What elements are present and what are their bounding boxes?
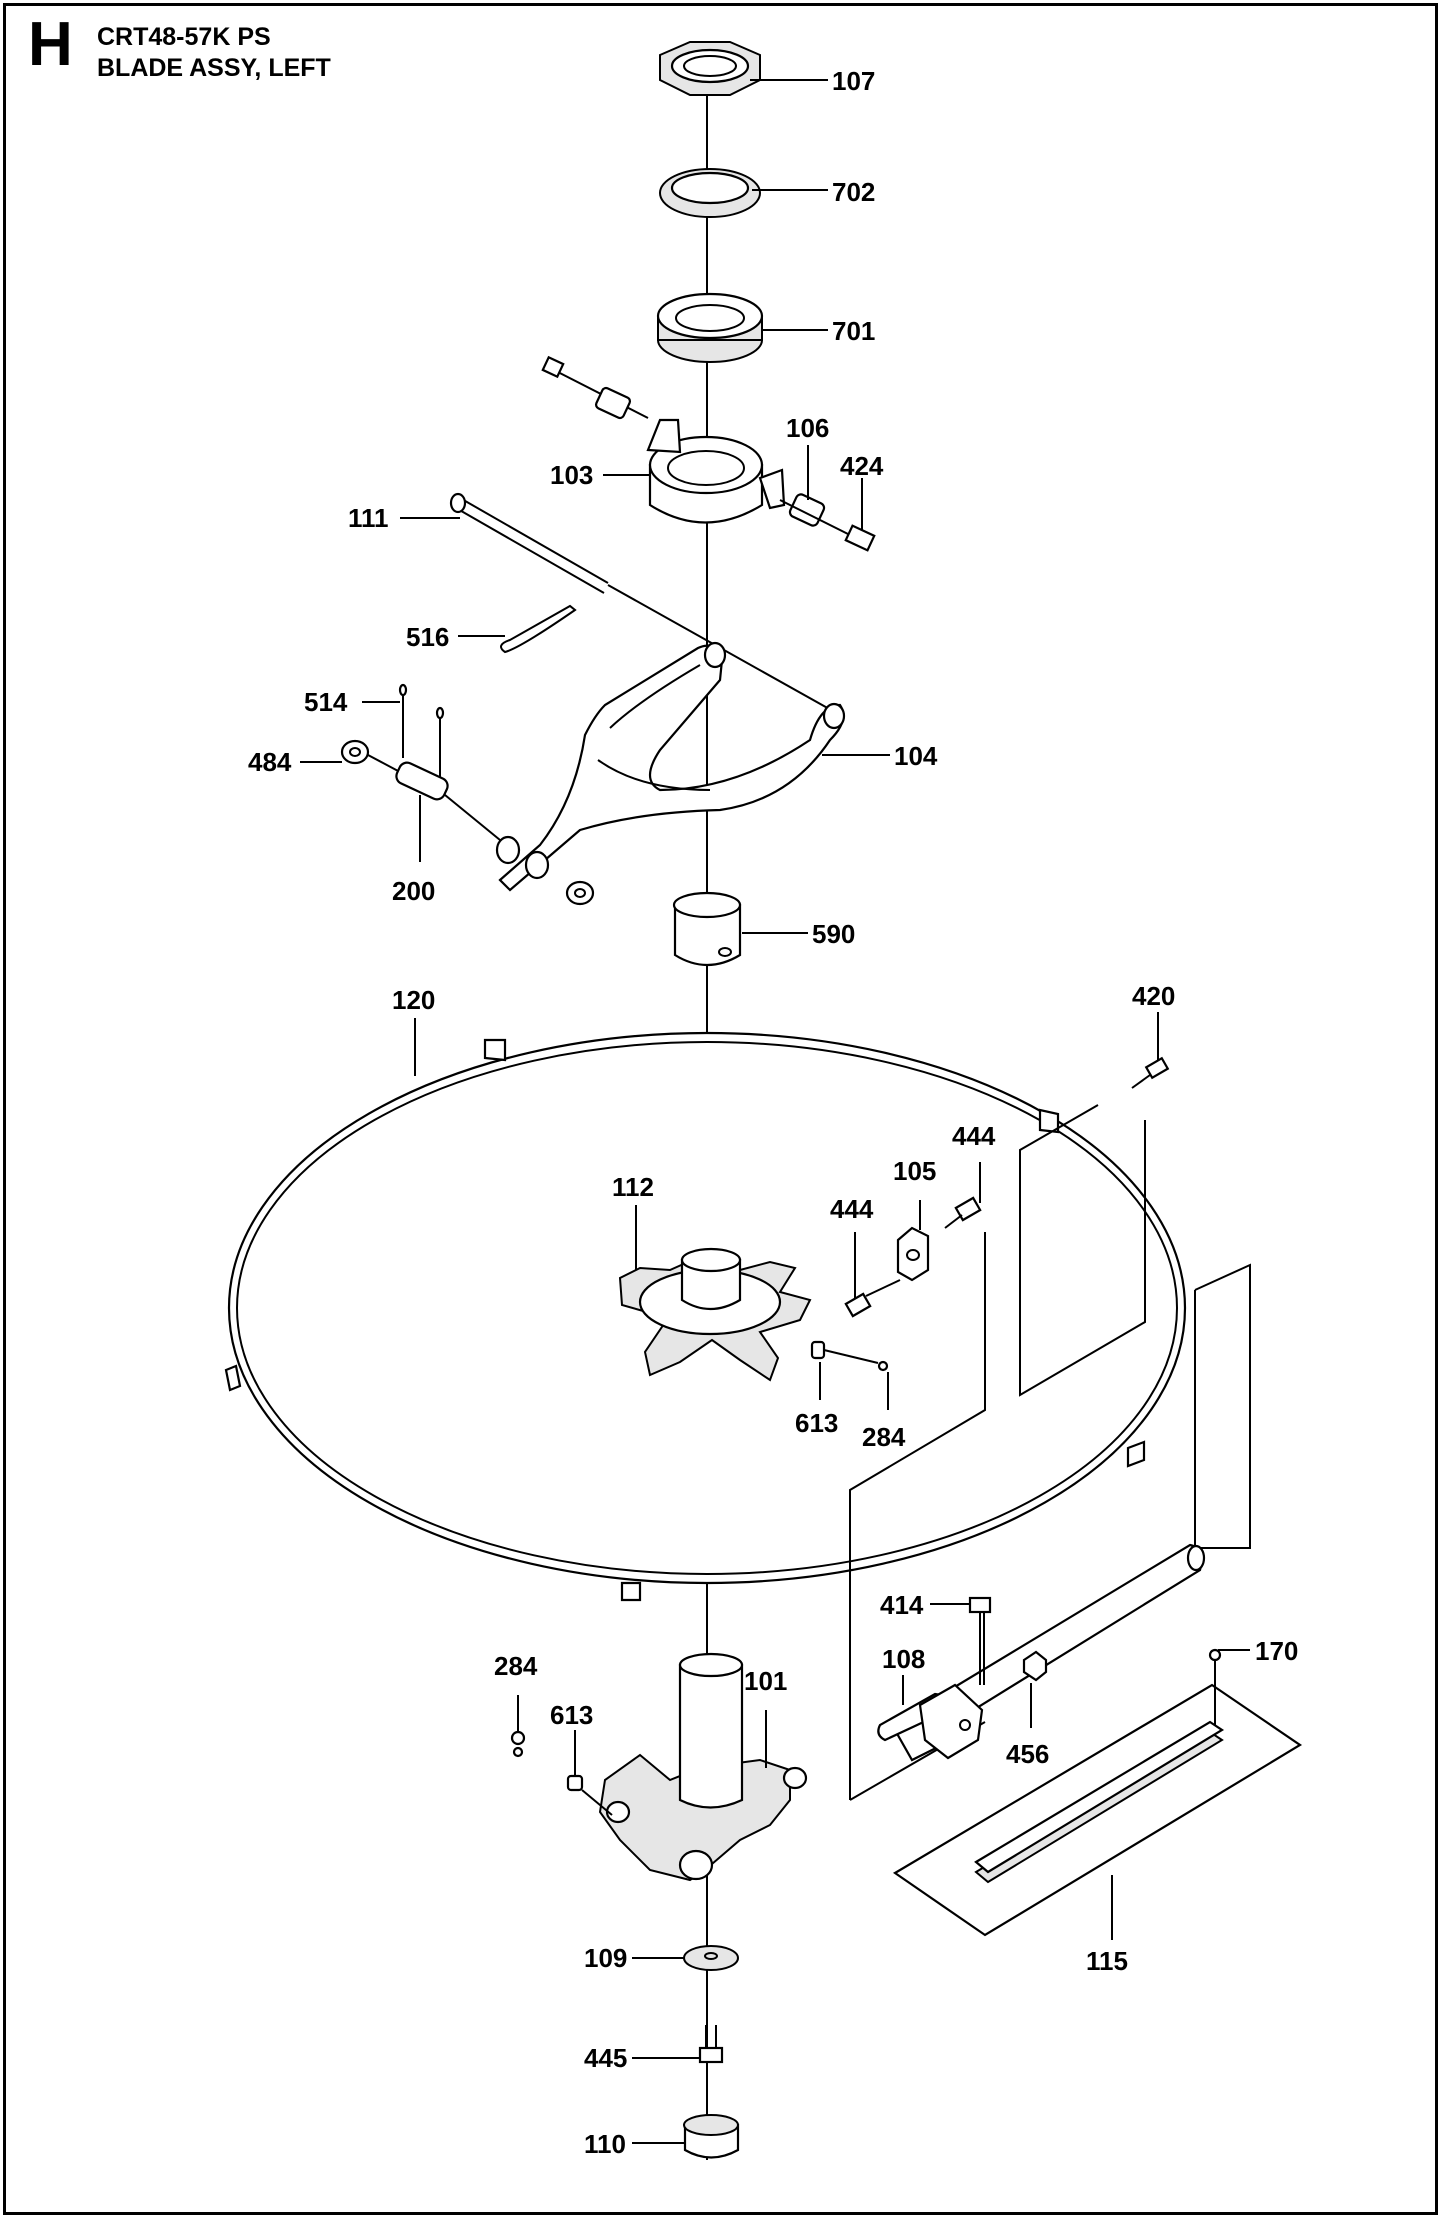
callout-104: 104 xyxy=(894,741,938,771)
callout-701: 701 xyxy=(832,316,875,346)
part-516-cotter-pin xyxy=(500,604,577,654)
callout-110: 110 xyxy=(584,2129,626,2159)
part-420-bolt xyxy=(1131,1056,1170,1089)
part-445-bolt xyxy=(698,2025,724,2064)
part-444-bolts xyxy=(844,1196,982,1318)
part-200-clevis-pin xyxy=(395,761,501,841)
callout-284-lower: 284 xyxy=(494,1651,538,1681)
part-105-clamp-block xyxy=(896,1226,930,1282)
callout-120: 120 xyxy=(392,985,435,1015)
callout-514: 514 xyxy=(304,687,348,717)
callout-284-upper: 284 xyxy=(862,1422,906,1452)
callout-444-upper: 444 xyxy=(952,1121,996,1151)
callout-414: 414 xyxy=(880,1590,924,1620)
diagram-title: BLADE ASSY, LEFT xyxy=(97,54,331,82)
callout-107: 107 xyxy=(832,66,875,96)
diagram-header: CRT48-57K PS BLADE ASSY, LEFT xyxy=(97,22,331,84)
part-424-bolt xyxy=(779,499,876,552)
callout-200: 200 xyxy=(392,876,435,906)
part-613-grease-fitting xyxy=(810,1340,889,1372)
callout-108: 108 xyxy=(882,1644,925,1674)
part-456-nut xyxy=(1022,1650,1048,1682)
callout-105: 105 xyxy=(893,1156,936,1186)
callout-424: 424 xyxy=(840,451,884,481)
part-103-bearing-housing xyxy=(646,418,786,524)
callout-111: 111 xyxy=(348,503,389,533)
part-110-cap xyxy=(683,2114,740,2159)
part-613-left-fitting xyxy=(510,1730,613,1816)
part-109-washer xyxy=(683,1945,739,1971)
part-101-spindle-housing xyxy=(598,1652,808,1882)
callout-leaders xyxy=(300,79,1250,2144)
part-104-lift-arm xyxy=(495,641,846,892)
part-112-hub-plate xyxy=(618,1247,812,1382)
callout-590: 590 xyxy=(812,919,855,949)
part-702-seal-washer xyxy=(659,168,761,218)
part-701-bearing xyxy=(656,292,764,363)
callout-516: 516 xyxy=(406,622,449,652)
model-name: CRT48-57K PS xyxy=(97,23,271,51)
callout-613-upper: 613 xyxy=(795,1408,838,1438)
part-414-bolt xyxy=(968,1596,992,1685)
part-115-blade xyxy=(892,1648,1303,1937)
part-484-washer xyxy=(340,739,595,906)
callout-445: 445 xyxy=(584,2043,627,2073)
callout-456: 456 xyxy=(1006,1739,1049,1769)
part-107-hex-nut xyxy=(659,41,761,96)
callout-613-lower: 613 xyxy=(550,1700,593,1730)
callout-101: 101 xyxy=(744,1666,787,1696)
part-bolt-left xyxy=(541,355,649,420)
callout-702: 702 xyxy=(832,177,875,207)
callout-103: 103 xyxy=(550,460,593,490)
callout-444-lower: 444 xyxy=(830,1194,874,1224)
callout-106: 106 xyxy=(786,413,829,443)
part-108-blade-shaft xyxy=(877,1543,1206,1762)
diagram-frame xyxy=(3,3,1438,2215)
callout-115: 115 xyxy=(1086,1946,1128,1976)
section-letter: H xyxy=(28,10,73,79)
part-590-bushing xyxy=(672,891,742,966)
callout-109: 109 xyxy=(584,1943,627,1973)
callout-420: 420 xyxy=(1132,981,1175,1011)
callout-170: 170 xyxy=(1255,1636,1298,1666)
callout-484: 484 xyxy=(248,747,292,777)
callout-112: 112 xyxy=(612,1172,654,1202)
